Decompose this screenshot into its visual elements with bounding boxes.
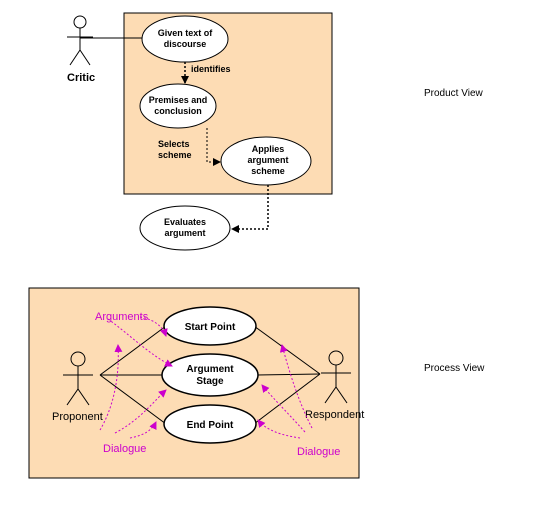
proponent-label: Proponent xyxy=(52,411,103,423)
node-given-text-line2: discourse xyxy=(164,39,207,49)
respondent-actor-icon xyxy=(321,350,351,404)
node-end-point xyxy=(163,404,257,444)
node-premises-line1: Premises and xyxy=(149,95,208,105)
process-association-lines xyxy=(99,325,321,425)
proponent-actor-icon xyxy=(63,351,93,406)
node-applies-line3: scheme xyxy=(251,166,285,176)
edge-selects-label-line2: scheme xyxy=(158,150,192,160)
node-argument-stage-line1: Argument xyxy=(186,364,234,375)
edge-selects-scheme xyxy=(206,128,221,166)
edge-selects-label-line1: Selects xyxy=(158,139,190,149)
annotation-dialogue-right: Dialogue xyxy=(297,446,340,458)
magenta-annotation-arrows xyxy=(99,316,313,439)
node-evaluates-line2: argument xyxy=(164,228,205,238)
node-premises xyxy=(139,83,217,129)
node-argument-stage xyxy=(161,353,259,397)
critic-label: Critic xyxy=(67,72,95,84)
critic-actor-icon xyxy=(67,15,93,66)
respondent-label: Respondent xyxy=(305,409,364,421)
node-start-point-label: Start Point xyxy=(185,322,236,333)
node-evaluates xyxy=(139,205,231,251)
node-applies-line1: Applies xyxy=(252,144,285,154)
annotation-arguments: Arguments xyxy=(95,311,149,323)
node-given-text-line1: Given text of xyxy=(158,28,214,38)
node-applies-scheme xyxy=(220,136,312,186)
node-end-point-label: End Point xyxy=(187,420,234,431)
node-argument-stage-line2: Stage xyxy=(196,376,224,387)
node-premises-line2: conclusion xyxy=(154,106,202,116)
node-start-point xyxy=(163,306,257,346)
annotation-dialogue-left: Dialogue xyxy=(103,443,146,455)
node-applies-line2: argument xyxy=(247,155,288,165)
product-view-label: Product View xyxy=(424,88,484,99)
node-evaluates-line1: Evaluates xyxy=(164,217,206,227)
process-view-label: Process View xyxy=(424,363,485,374)
edge-identifies-label: identifies xyxy=(191,64,231,74)
edge-applies-to-evaluates xyxy=(231,185,269,233)
